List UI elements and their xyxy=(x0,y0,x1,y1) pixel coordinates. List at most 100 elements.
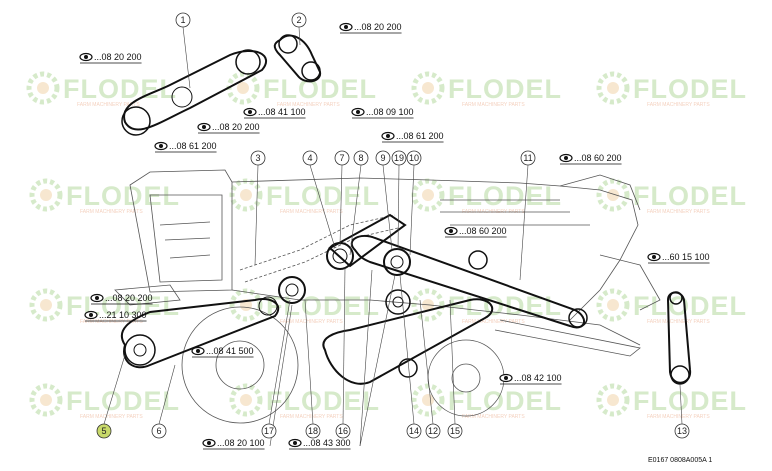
front-wheel xyxy=(181,306,299,424)
body-panel-lines xyxy=(440,199,590,226)
reference-label[interactable]: ...08 09 100 xyxy=(351,107,414,119)
dashed-drive-path-2 xyxy=(244,227,399,283)
cab-frame-lines xyxy=(159,221,211,259)
callout-3[interactable]: 3 xyxy=(250,150,266,166)
eye-icon xyxy=(499,373,513,383)
callout-14[interactable]: 14 xyxy=(406,423,422,439)
belt-16 xyxy=(322,298,494,385)
callout-number: 12 xyxy=(428,426,438,436)
rear-wheel-hub xyxy=(451,363,481,393)
drawing-code: E0167 0808A005A 1 xyxy=(648,457,712,464)
reference-code: ...08 09 100 xyxy=(366,107,414,117)
reference-code: ...08 20 200 xyxy=(94,52,142,62)
reference-code: ...60 15 100 xyxy=(662,252,710,262)
reference-label[interactable]: ...08 42 100 xyxy=(499,373,562,385)
reference-label[interactable]: ...08 41 100 xyxy=(243,107,306,119)
callout-18[interactable]: 18 xyxy=(305,423,321,439)
pulley-11a xyxy=(468,250,488,270)
callout-12[interactable]: 12 xyxy=(425,423,441,439)
callout-15[interactable]: 15 xyxy=(447,423,463,439)
reference-code: ...08 41 100 xyxy=(258,107,306,117)
watermark-tagline: FARM MACHINERY PARTS xyxy=(462,102,525,108)
pulley-feeder-top xyxy=(258,296,278,316)
watermark-tagline: FARM MACHINERY PARTS xyxy=(77,102,140,108)
callout-6[interactable]: 6 xyxy=(151,423,167,439)
callout-8[interactable]: 8 xyxy=(353,150,369,166)
dashed-drive-path xyxy=(239,214,396,271)
reference-label[interactable]: ...08 20 200 xyxy=(197,122,260,134)
callout-4[interactable]: 4 xyxy=(302,150,318,166)
eye-icon xyxy=(191,346,205,356)
callout-10[interactable]: 10 xyxy=(406,150,422,166)
reference-label[interactable]: ...08 20 200 xyxy=(90,293,153,305)
callout-16[interactable]: 16 xyxy=(335,423,351,439)
callout-9[interactable]: 9 xyxy=(375,150,391,166)
eye-icon xyxy=(351,107,365,117)
callout-13[interactable]: 13 xyxy=(674,423,690,439)
callout-circle xyxy=(406,423,422,439)
callout-circle xyxy=(305,423,321,439)
callout-number: 1 xyxy=(180,15,185,25)
reference-label[interactable]: ...08 61 200 xyxy=(381,131,444,143)
watermark-tagline: FARM MACHINERY PARTS xyxy=(280,319,343,325)
watermark-gear-icon xyxy=(226,71,260,105)
reference-label[interactable]: ...08 41 500 xyxy=(191,346,254,358)
pulley-11b xyxy=(568,308,588,328)
callout-19[interactable]: 19 xyxy=(391,150,407,166)
reference-label[interactable]: ...08 61 200 xyxy=(154,141,217,153)
callout-1[interactable]: 1 xyxy=(175,12,191,28)
reference-label[interactable]: ...08 43 300 xyxy=(288,438,351,450)
callout-number: 7 xyxy=(339,153,344,163)
watermark-brand: FLODEL xyxy=(633,74,747,104)
callout-11[interactable]: 11 xyxy=(520,150,536,166)
callout-circle xyxy=(302,150,318,166)
rear-deck xyxy=(494,319,641,357)
reference-label[interactable]: ...08 20 200 xyxy=(339,22,402,34)
eye-icon xyxy=(84,310,98,320)
watermark-tagline: FARM MACHINERY PARTS xyxy=(647,209,710,215)
callout-circle xyxy=(406,150,422,166)
reference-label[interactable]: ...60 15 100 xyxy=(647,252,710,264)
watermark-tagline: FARM MACHINERY PARTS xyxy=(462,319,525,325)
reference-label[interactable]: ...08 20 100 xyxy=(202,438,265,450)
pulley-center-17 xyxy=(278,276,306,304)
eye-icon xyxy=(243,107,257,117)
callout-number: 18 xyxy=(308,426,318,436)
callout-2[interactable]: 2 xyxy=(291,12,307,28)
callout-number: 3 xyxy=(255,153,260,163)
callout-number: 10 xyxy=(409,153,419,163)
watermark-tagline: FARM MACHINERY PARTS xyxy=(80,209,143,215)
callout-number: 19 xyxy=(394,153,404,163)
eye-icon xyxy=(197,122,211,132)
eye-icon xyxy=(79,52,93,62)
reference-label[interactable]: ...08 20 200 xyxy=(79,52,142,64)
callout-7[interactable]: 7 xyxy=(334,150,350,166)
reference-code: ...08 20 200 xyxy=(354,22,402,32)
watermark-gear-icon xyxy=(411,71,445,105)
watermark-brand: FLODEL xyxy=(66,181,180,211)
callout-5[interactable]: 5 xyxy=(96,423,112,439)
leader-lines xyxy=(103,26,683,447)
watermark-tagline: FARM MACHINERY PARTS xyxy=(280,209,343,215)
eye-icon xyxy=(90,293,104,303)
callout-circle xyxy=(447,423,463,439)
watermark-gear-icon xyxy=(596,71,630,105)
callout-17[interactable]: 17 xyxy=(261,423,277,439)
watermark-gear-icon xyxy=(596,178,630,212)
watermark-brand: FLODEL xyxy=(448,181,562,211)
reference-code: ...08 20 200 xyxy=(105,293,153,303)
pulley-1a xyxy=(121,106,151,136)
watermark-brand: FLODEL xyxy=(63,74,177,104)
reference-label[interactable]: ...21 10 300 xyxy=(84,310,147,322)
eye-icon xyxy=(559,153,573,163)
eye-icon xyxy=(339,22,353,32)
pulley-13-bottom xyxy=(670,365,690,385)
reference-label[interactable]: ...08 60 200 xyxy=(444,226,507,238)
reference-label[interactable]: ...08 60 200 xyxy=(559,153,622,165)
pulley-2a xyxy=(278,34,298,54)
